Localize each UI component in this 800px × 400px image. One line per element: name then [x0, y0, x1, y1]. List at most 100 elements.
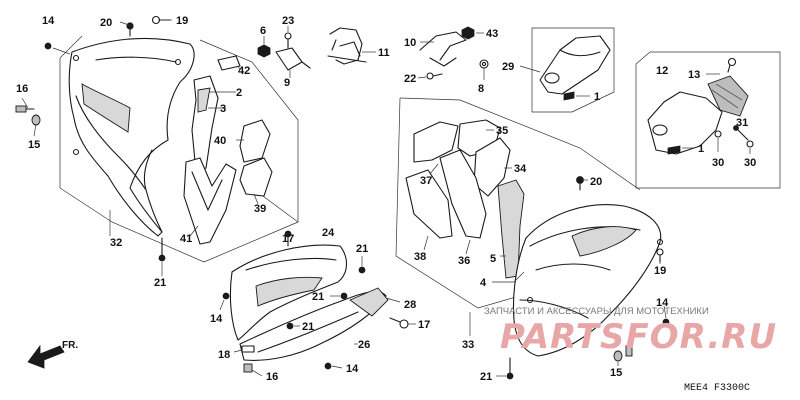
- label-20: 20: [590, 176, 602, 188]
- label-9: 9: [284, 77, 290, 89]
- label-28: 28: [404, 299, 416, 311]
- leader: [251, 369, 263, 377]
- duct-29-group: [519, 27, 615, 113]
- bolt-21: [506, 357, 514, 380]
- bracket-11: [329, 27, 363, 65]
- label-14: 14: [42, 15, 55, 27]
- group-boundary: [635, 51, 781, 189]
- bracket-28: [349, 287, 389, 317]
- label-4: 4: [480, 277, 487, 289]
- bracket-9: [275, 47, 311, 71]
- bolt-21: [286, 322, 294, 330]
- seal-1: [563, 91, 575, 101]
- bolt-16: [243, 363, 253, 373]
- label-8: 8: [478, 83, 484, 95]
- leader: [331, 365, 343, 369]
- label-34: 34: [514, 163, 527, 175]
- panel-edge: [75, 95, 147, 191]
- leader: [33, 123, 37, 137]
- label-26: 26: [358, 339, 370, 351]
- nut-6: [257, 44, 271, 58]
- cowl-edge: [535, 263, 611, 271]
- leader: [492, 271, 525, 283]
- top-bracket-group: [327, 26, 489, 80]
- label-1: 1: [698, 143, 704, 155]
- screw-31: [733, 125, 749, 141]
- label-23: 23: [282, 15, 294, 27]
- cowl-edge: [519, 299, 589, 319]
- inner-panel-38: [405, 169, 453, 239]
- label-18: 18: [218, 349, 230, 361]
- bolt-6: [727, 57, 737, 73]
- label-35: 35: [496, 125, 508, 137]
- label-6: 6: [260, 25, 266, 37]
- bolt-20: [576, 176, 584, 191]
- inner-panel-37: [413, 121, 459, 163]
- leader: [519, 65, 541, 73]
- washer-30: [746, 140, 754, 148]
- bolt-21: [158, 237, 166, 262]
- mount-hole: [174, 58, 182, 66]
- mount-hole: [72, 54, 80, 62]
- watermark-logo: PARTSFOR.RU: [500, 317, 777, 357]
- label-11: 11: [378, 47, 390, 59]
- leader: [119, 21, 133, 27]
- duct-12-group: [635, 51, 781, 189]
- bolt-16: [15, 105, 35, 113]
- label-38: 38: [414, 251, 426, 263]
- leader: [465, 239, 471, 255]
- label-19: 19: [176, 15, 188, 27]
- air-duct-12: [647, 91, 723, 155]
- leader: [253, 193, 259, 205]
- panel-edge: [95, 56, 177, 63]
- clip-18: [241, 345, 255, 353]
- label-13: 13: [688, 69, 700, 81]
- label-32: 32: [110, 237, 122, 249]
- label-17: 17: [282, 233, 294, 245]
- mount-hole: [72, 148, 80, 156]
- label-30: 30: [712, 157, 724, 169]
- duct-opening: [544, 72, 560, 84]
- label-21: 21: [356, 243, 368, 255]
- cover-edge: [245, 257, 337, 271]
- inner-fairing-panel-32: [68, 37, 195, 237]
- strip-recess: [197, 87, 211, 113]
- diagram-code: MEE4 F3300C: [684, 383, 750, 394]
- panel-recess: [81, 83, 131, 133]
- right-inner-panel-group: [395, 97, 670, 380]
- bolt-20: [126, 22, 134, 37]
- label-22: 22: [404, 73, 416, 85]
- label-2: 2: [236, 87, 242, 99]
- leader: [417, 76, 427, 79]
- label-3: 3: [220, 103, 226, 115]
- inner-panel-36: [439, 149, 487, 239]
- label-33: 33: [462, 339, 474, 351]
- lower-cowl-33: [512, 204, 662, 357]
- cover-edge: [257, 311, 359, 353]
- duct-edge: [559, 49, 601, 57]
- bolt-21: [340, 292, 348, 300]
- group-boundary: [59, 181, 299, 263]
- grille-line: [715, 83, 743, 101]
- label-14: 14: [210, 313, 223, 325]
- grille-line: [711, 89, 739, 109]
- label-17: 17: [418, 319, 430, 331]
- leader: [429, 163, 439, 175]
- nut-8: [479, 59, 489, 69]
- nut-43: [461, 26, 475, 40]
- panel-edge: [143, 149, 163, 233]
- label-39: 39: [254, 203, 266, 215]
- screw-14: [44, 42, 52, 50]
- leader: [189, 225, 199, 237]
- label-40: 40: [214, 135, 226, 147]
- label-21: 21: [154, 277, 166, 289]
- leader: [385, 297, 401, 303]
- label-36: 36: [458, 255, 470, 267]
- bolt-21: [358, 266, 366, 274]
- label-31: 31: [736, 117, 748, 129]
- left-inner-fairing-group: [15, 15, 311, 276]
- seal-1: [667, 145, 681, 155]
- label-10: 10: [404, 37, 416, 49]
